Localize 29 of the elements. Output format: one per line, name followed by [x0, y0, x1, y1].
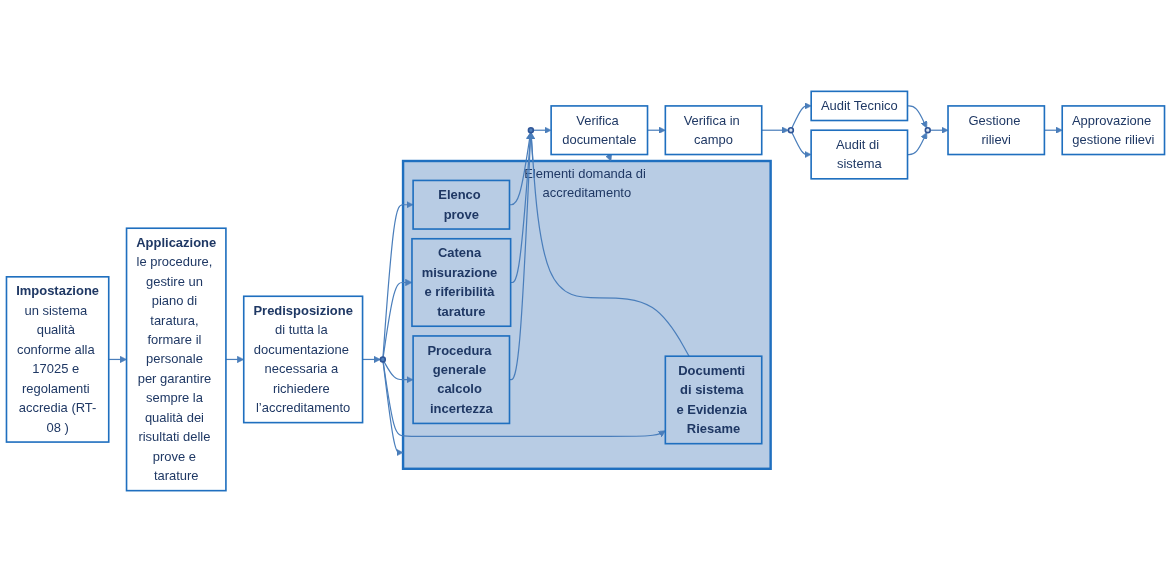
node-circle	[379, 356, 387, 363]
arrow	[761, 126, 789, 134]
arrow	[382, 361, 404, 457]
arrow	[791, 131, 812, 159]
node-box: Verifica in campo	[664, 105, 763, 156]
node-box: Predisposizione di tutta la documentazione necessaria a richiedere l’accreditamento	[242, 295, 364, 424]
node-circle	[787, 127, 795, 134]
node-box: Procedura generale calcolo incertezza	[412, 335, 511, 425]
arrow	[108, 355, 127, 363]
arrow	[791, 102, 812, 129]
node-box: Applicazione le procedure, gestire un piano di taratura, formare il personale per garantire sempre la qualità dei risultati delle prove e tarature	[125, 227, 227, 492]
arrow	[605, 153, 612, 162]
node-box: Approvazione gestione rilievi	[1061, 105, 1166, 156]
node-box: Audit di sistema	[810, 129, 909, 180]
arrow	[383, 360, 414, 384]
node-box: Documenti di sistema e Evidenzia Riesame	[664, 355, 763, 445]
arrow	[532, 126, 552, 134]
node-box: Impostazione un sistema qualità conforme alla 17025 e regolamenti accredia (RT-08 )	[5, 276, 110, 443]
arrow	[929, 126, 949, 134]
node-box: Catena misurazione e riferibilità tarature	[411, 237, 512, 328]
arrow	[382, 201, 414, 358]
arrow	[382, 361, 666, 438]
node-circle	[527, 127, 535, 134]
arrow	[510, 132, 534, 284]
node-box: Gestione rilievi	[947, 105, 1046, 156]
node-circle	[924, 127, 931, 134]
node-box: Verifica documentale	[550, 105, 649, 156]
node-box: Audit Tecnico	[810, 90, 909, 122]
node-box: Elenco prove	[412, 179, 511, 230]
